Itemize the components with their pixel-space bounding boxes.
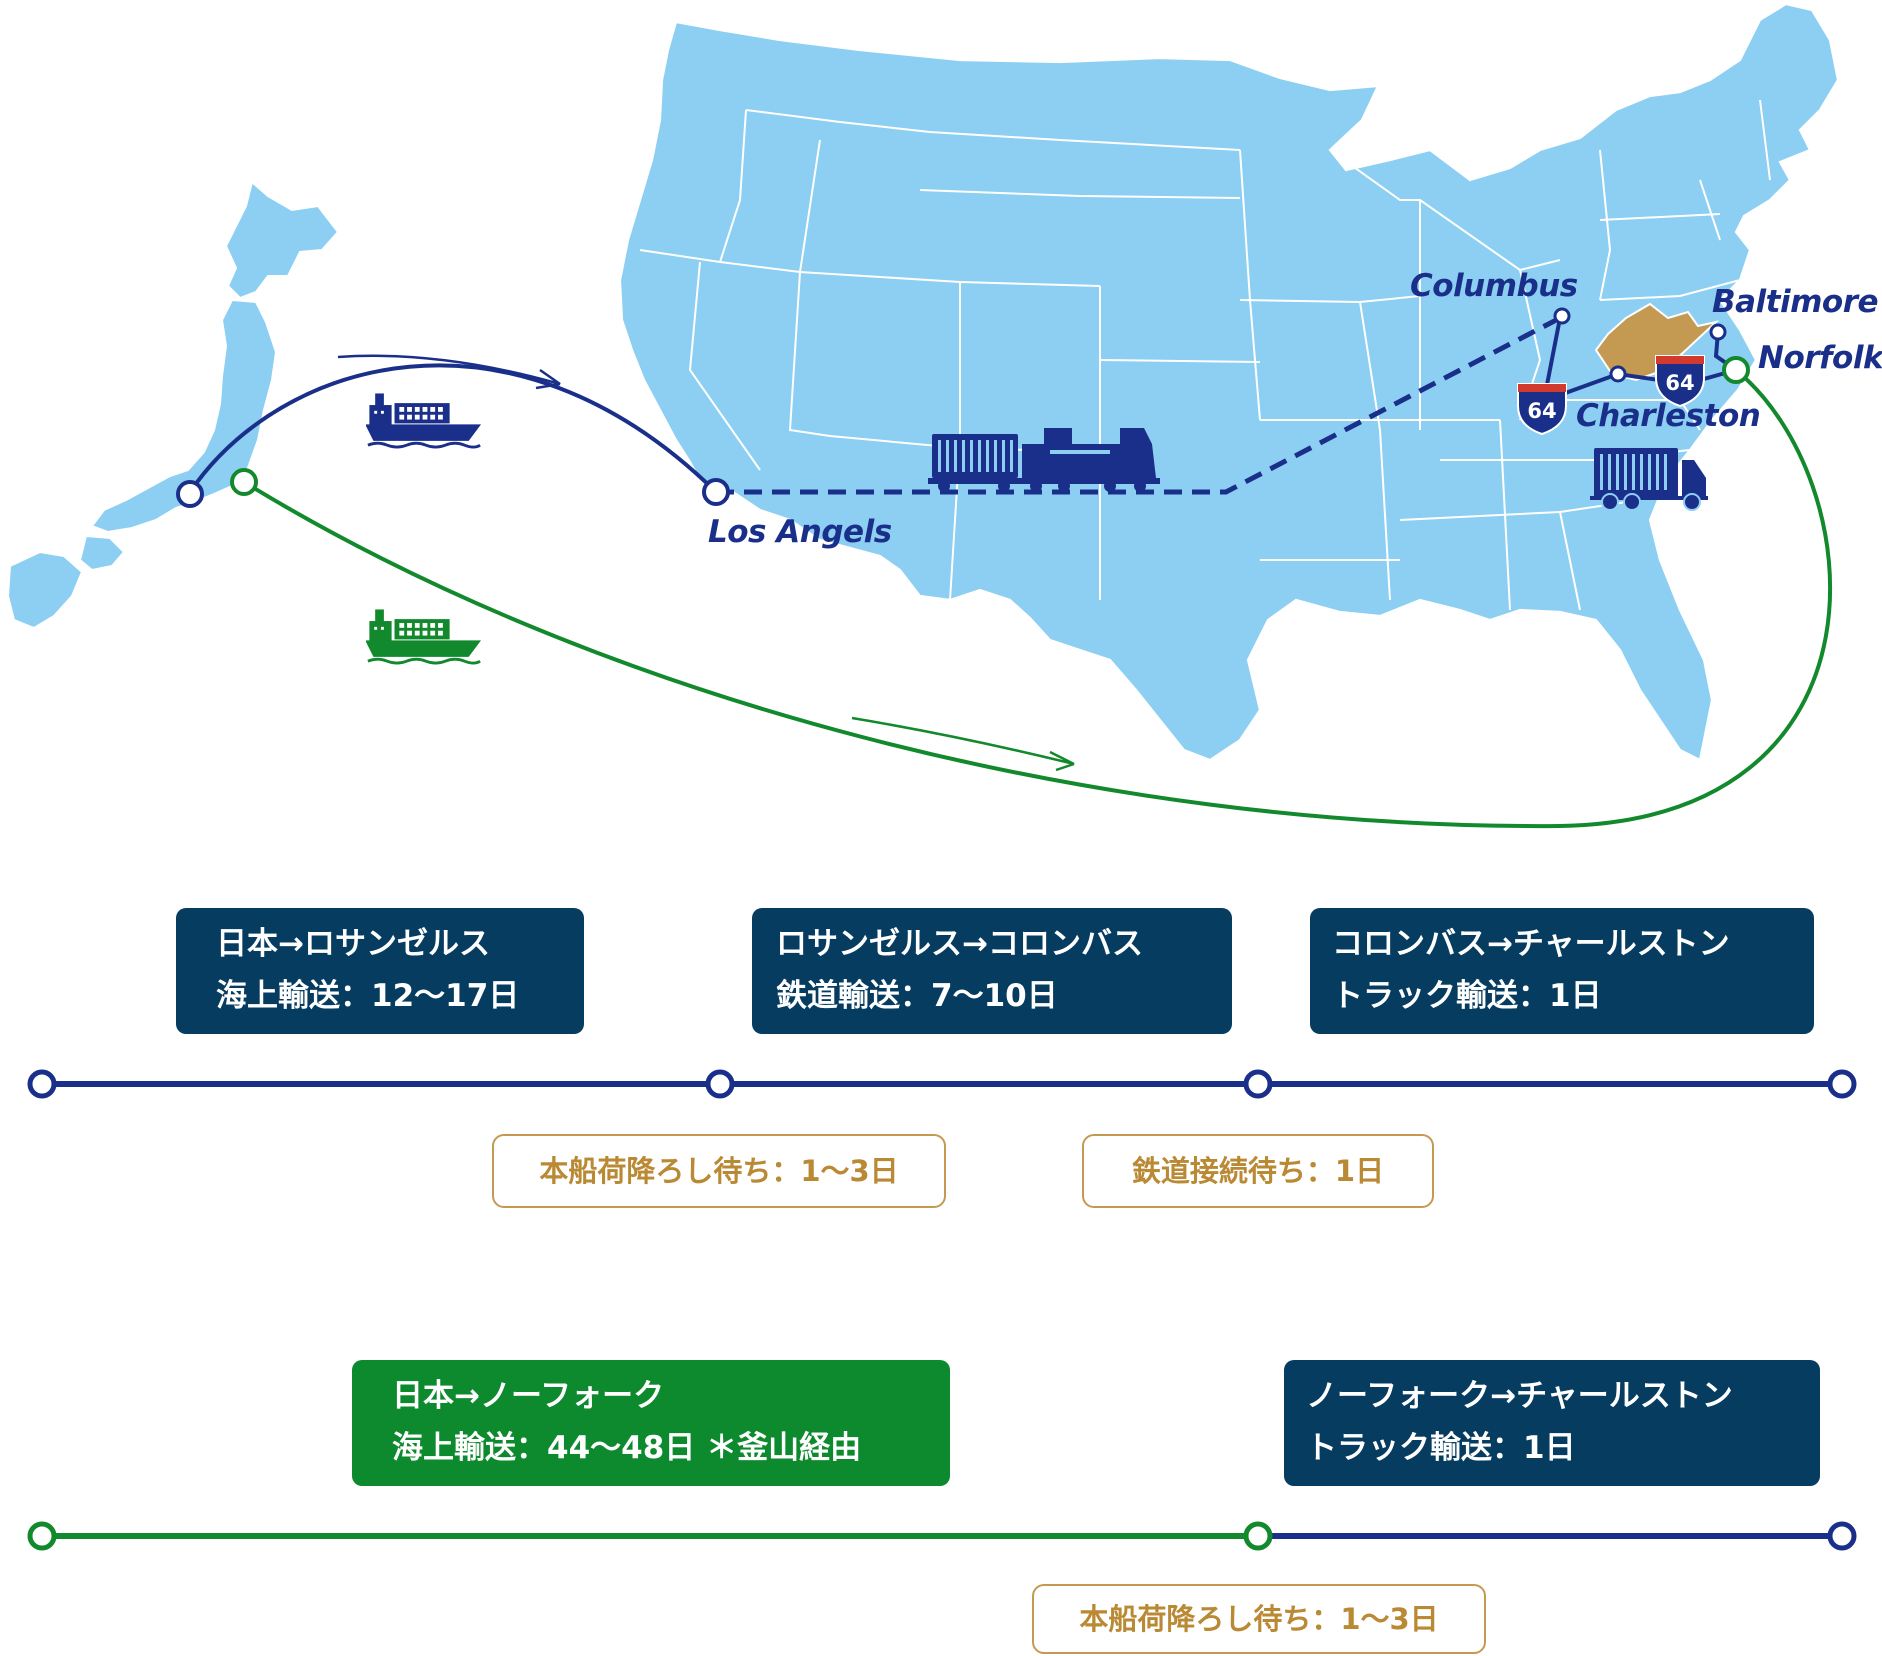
rail-timeline-node [1243, 1069, 1273, 1099]
columbus-node [1553, 307, 1571, 325]
rail-timeline-node [705, 1069, 735, 1099]
japan-green-node [230, 468, 258, 496]
container-truck-icon [1590, 448, 1708, 511]
norfolk-node [1722, 356, 1750, 384]
rail-route [716, 315, 1562, 495]
shield-number: 64 [1665, 371, 1694, 395]
leg-box-japan-los-angeles: 日本→ロサンゼルス 海上輸送：12〜17日 [176, 908, 584, 1034]
wait-badge-unloading: 本船荷降ろし待ち：1〜3日 [492, 1134, 946, 1208]
leg-box-norfolk-charleston: ノーフォーク→チャールストン トラック輸送：1日 [1284, 1360, 1820, 1486]
navy-sea-route [188, 363, 718, 494]
rail-timeline-node [27, 1069, 57, 1099]
city-label-norfolk: Norfolk [1758, 340, 1882, 376]
green-direction-arrow [851, 716, 1075, 772]
route-map: 64 64 [6, 2, 1840, 829]
green-sea-route [242, 368, 1832, 829]
leg-box-japan-norfolk: 日本→ノーフォーク 海上輸送：44〜48日 ＊釜山経由 [352, 1360, 950, 1486]
city-label-columbus: Columbus [1410, 268, 1578, 304]
wait-badge-sea-unloading: 本船荷降ろし待ち：1〜3日 [1032, 1584, 1486, 1654]
city-label-charleston: Charleston [1576, 398, 1761, 434]
city-label-baltimore: Baltimore [1712, 284, 1879, 320]
leg-route: ノーフォーク→チャールストン [1306, 1378, 1733, 1414]
sea-timeline-node [1827, 1521, 1857, 1551]
leg-route: コロンバス→チャールストン [1332, 926, 1730, 962]
rail-timeline-node [1827, 1069, 1857, 1099]
usa-landmass [618, 2, 1840, 762]
sea-timeline-node [27, 1521, 57, 1551]
leg-box-columbus-charleston: コロンバス→チャールストン トラック輸送：1日 [1310, 908, 1814, 1034]
green-cargo-ship-icon [366, 608, 482, 665]
los-angeles-node [702, 478, 730, 506]
leg-duration: 鉄道輸送：7〜10日 [776, 978, 1058, 1014]
wait-badge-rail-connection: 鉄道接続待ち：1日 [1082, 1134, 1434, 1208]
leg-duration: 海上輸送：12〜17日 [216, 978, 520, 1014]
leg-duration: 海上輸送：44〜48日 ＊釜山経由 [392, 1430, 862, 1466]
baltimore-node [1709, 323, 1727, 341]
navy-direction-arrow [337, 354, 561, 390]
leg-route: 日本→ノーフォーク [392, 1378, 665, 1414]
leg-route: 日本→ロサンゼルス [216, 926, 490, 962]
city-label-los-angeles: Los Angels [708, 514, 892, 550]
west-virginia-highlight [1594, 302, 1720, 382]
interstate-64-shield-icon: 64 [1655, 355, 1705, 408]
shield-number: 64 [1527, 399, 1556, 423]
interstate-64-shield-icon: 64 [1517, 383, 1567, 436]
leg-duration: トラック輸送：1日 [1306, 1430, 1576, 1466]
leg-route: ロサンゼルス→コロンバス [776, 926, 1143, 962]
navy-cargo-ship-icon [366, 392, 482, 449]
japan-landmass [6, 180, 340, 630]
leg-duration: トラック輸送：1日 [1332, 978, 1602, 1014]
charleston-node [1609, 365, 1627, 383]
japan-navy-node [176, 480, 204, 508]
freight-train-icon [928, 428, 1160, 492]
sea-timeline-node [1243, 1521, 1273, 1551]
leg-box-los-angeles-columbus: ロサンゼルス→コロンバス 鉄道輸送：7〜10日 [752, 908, 1232, 1034]
